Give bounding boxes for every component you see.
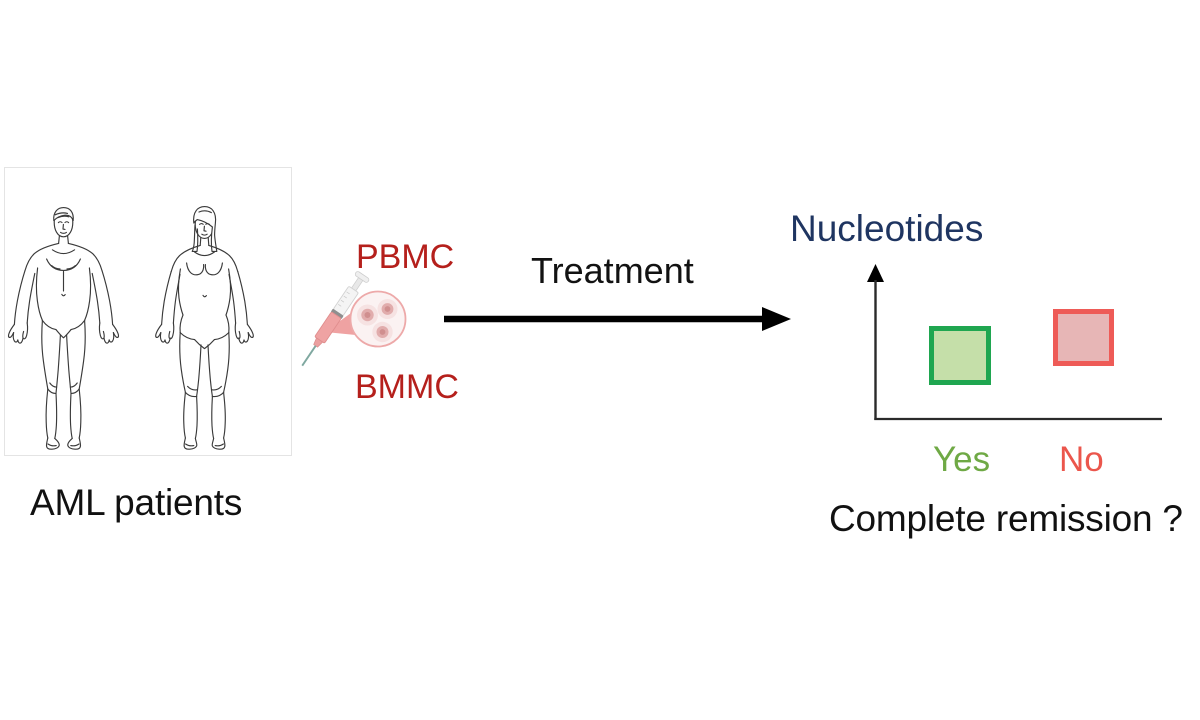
blood-sample-illustration bbox=[292, 262, 412, 384]
right-arrow-icon bbox=[444, 307, 791, 331]
male-body-outline bbox=[7, 207, 120, 450]
treatment-arrow bbox=[440, 300, 800, 342]
y-axis-arrow-icon bbox=[867, 264, 884, 282]
bar-yes bbox=[929, 326, 991, 385]
chart-axes bbox=[858, 258, 1163, 428]
treatment-label: Treatment bbox=[531, 250, 694, 291]
chart-title: Nucleotides bbox=[790, 208, 984, 249]
bmmc-label: BMMC bbox=[355, 368, 459, 406]
patient-bodies-svg bbox=[4, 167, 292, 456]
axes-svg bbox=[867, 264, 1162, 421]
tick-label-yes: Yes bbox=[933, 440, 991, 479]
chart-x-axis-label: Complete remission ? bbox=[829, 498, 1183, 539]
aml-patients-label: AML patients bbox=[30, 482, 243, 523]
pbmc-label: PBMC bbox=[356, 238, 455, 276]
syringe-icon bbox=[301, 271, 370, 367]
aml-patients-illustration bbox=[4, 167, 292, 456]
bar-no bbox=[1053, 309, 1114, 366]
female-body-outline bbox=[155, 206, 254, 450]
cell-cluster-icon bbox=[349, 290, 407, 348]
syringe-cells-svg bbox=[301, 271, 407, 367]
tick-label-no: No bbox=[1059, 440, 1104, 479]
